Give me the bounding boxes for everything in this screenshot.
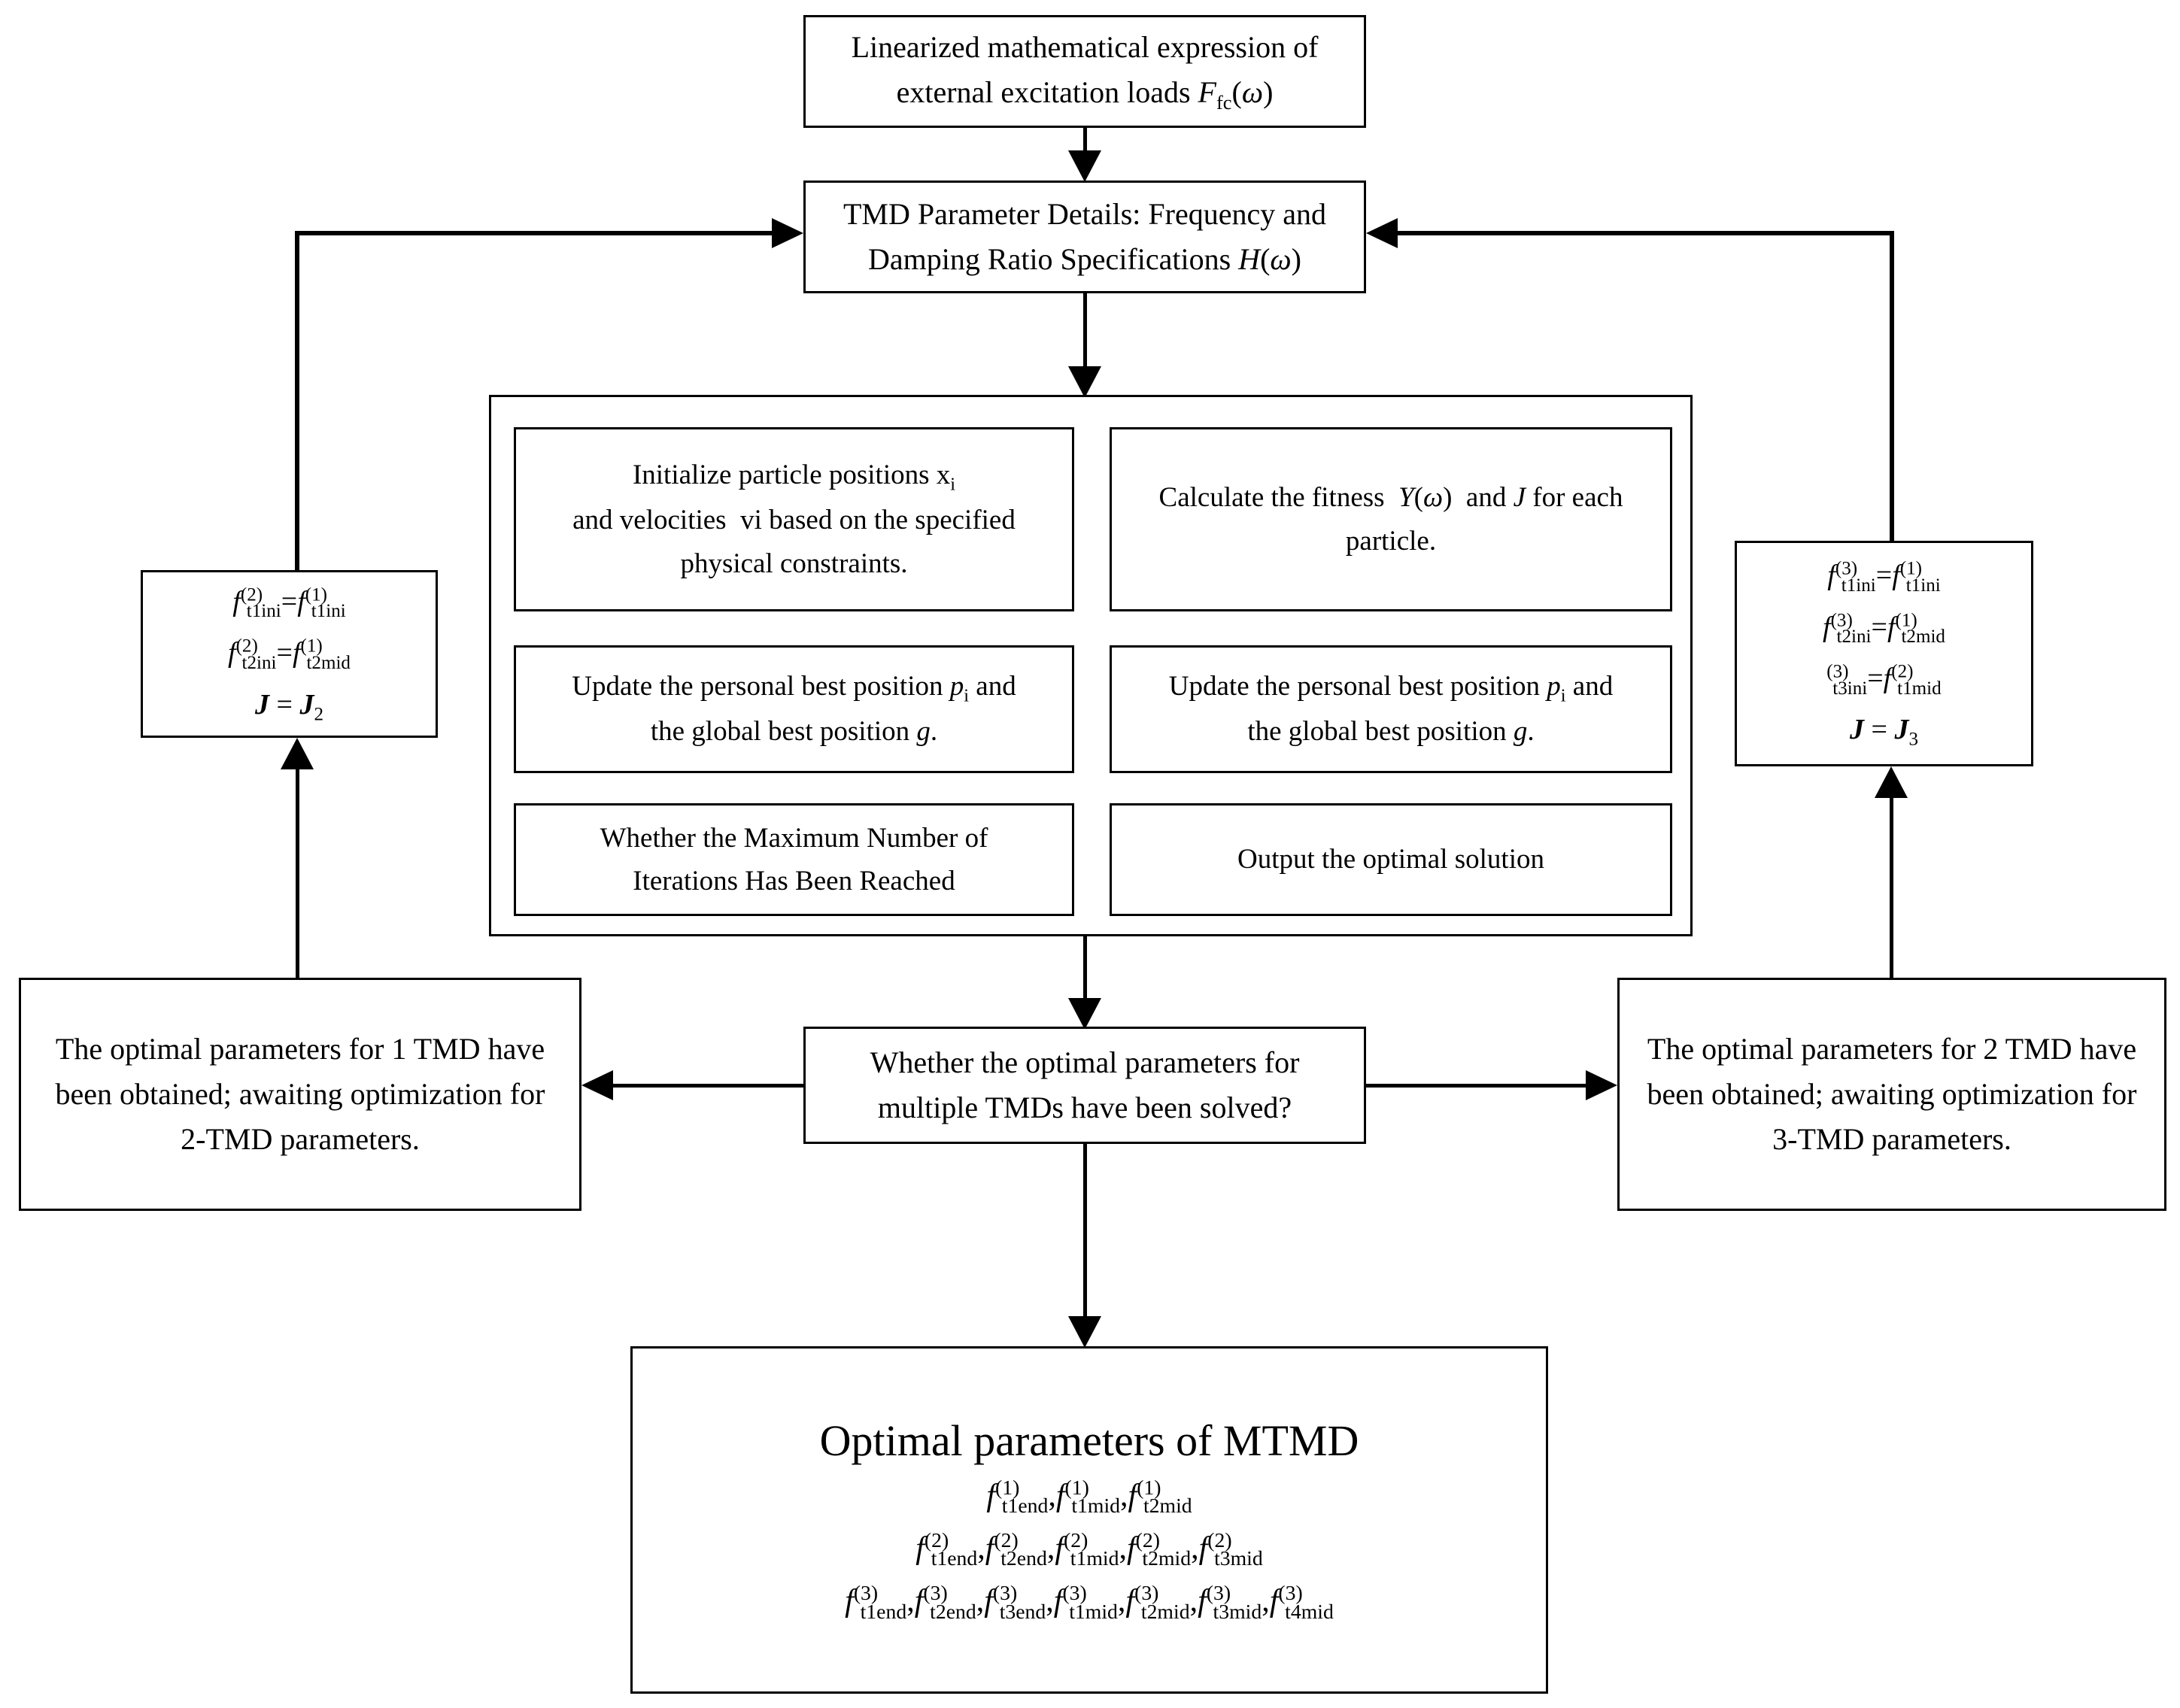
box-text-line: The optimal parameters for 2 TMD have — [1647, 1032, 2137, 1066]
flow-box-initialize-particles: Initialize particle positions xi and vel… — [514, 427, 1074, 611]
box-text-line: particle. — [1345, 525, 1437, 557]
arrowhead-down-icon — [1068, 366, 1101, 398]
pso-loop-container: Initialize particle positions xi and vel… — [489, 395, 1693, 936]
box-text-line: Linearized mathematical expression of — [851, 30, 1319, 65]
flow-box-result-2tmd: The optimal parameters for 2 TMD have be… — [1617, 978, 2166, 1211]
box-text-line: the global best position g. — [650, 716, 938, 748]
arrowhead-left-icon — [581, 1070, 613, 1100]
box-text-line: Whether the optimal parameters for — [870, 1045, 1300, 1079]
flow-box-formula-2tmd: f(2)t1ini=f(1)t1ini f(2)t2ini=f(1)t2mid … — [141, 570, 438, 738]
flow-box-output-solution: Output the optimal solution — [1110, 803, 1672, 916]
arrow-top-to-tmd-line — [1083, 128, 1087, 154]
box-text-line: and velocities vi based on the specified — [572, 505, 1016, 536]
arrowhead-down-icon — [1068, 150, 1101, 182]
box-text-line: 3-TMD parameters. — [1772, 1122, 2011, 1156]
arrowhead-up-icon — [1875, 766, 1908, 798]
box-text-line: Iterations Has Been Reached — [633, 866, 955, 896]
feedback-left-horizontal-line — [297, 231, 773, 235]
arrowhead-down-icon — [1068, 1316, 1101, 1348]
arrowhead-right-icon — [1586, 1070, 1617, 1100]
box-text-line: Damping Ratio Specifications H(ω) — [868, 242, 1301, 276]
box-text-line: Whether the Maximum Number of — [600, 822, 988, 854]
mtmd-title: Optimal parameters of MTMD — [819, 1415, 1359, 1465]
arrow-decision-to-mtmd-line — [1083, 1144, 1087, 1318]
formula-line: f(3)t1end,f(3)t2end,f(3)t3end,f(3)t1mid,… — [845, 1581, 1334, 1623]
arrowhead-down-icon — [1068, 998, 1101, 1030]
box-text-line: Initialize particle positions xi — [632, 460, 956, 495]
flow-box-result-1tmd: The optimal parameters for 1 TMD have be… — [19, 978, 581, 1211]
box-text-line: been obtained; awaiting optimization for — [55, 1077, 545, 1111]
formula-line: f(2)t1end,f(2)t2end,f(2)t1mid,f(2)t2mid,… — [915, 1528, 1263, 1570]
flow-box-formula-3tmd: f(3)t1ini=f(1)t1ini f(3)t2ini=f(1)t2mid … — [1735, 541, 2033, 766]
flow-box-external-loads: Linearized mathematical expression of ex… — [803, 15, 1366, 128]
arrowhead-right-icon — [772, 218, 803, 248]
box-text-line: multiple TMDs have been solved? — [877, 1091, 1292, 1124]
arrow-pso-to-decision-line — [1083, 936, 1087, 1000]
box-text-line: Output the optimal solution — [1237, 844, 1544, 875]
arrow-decision-to-left-line — [613, 1084, 803, 1088]
flow-box-update-best-right: Update the personal best position pi and… — [1110, 645, 1672, 773]
arrow-decision-to-right-line — [1366, 1084, 1586, 1088]
arrow-resultright-to-formula-line — [1890, 796, 1893, 978]
flow-box-optimal-mtmd: Optimal parameters of MTMD f(1)t1end,f(1… — [630, 1346, 1548, 1694]
arrowhead-left-icon — [1366, 218, 1398, 248]
box-text-line: Update the personal best position pi and — [572, 671, 1016, 706]
flow-box-max-iterations: Whether the Maximum Number of Iterations… — [514, 803, 1074, 916]
flow-box-decision-multiple-tmds: Whether the optimal parameters for multi… — [803, 1027, 1366, 1144]
box-text-line: The optimal parameters for 1 TMD have — [55, 1032, 545, 1066]
flow-box-calculate-fitness: Calculate the fitness Y(ω) and J for eac… — [1110, 427, 1672, 611]
formula-line: (3)t3ini=f(2)t1mid — [1826, 661, 1942, 699]
feedback-right-vertical-line — [1890, 231, 1894, 541]
feedback-left-vertical-line — [295, 231, 299, 570]
box-text-line: Update the personal best position pi and — [1168, 671, 1614, 706]
formula-line: f(2)t1ini=f(1)t1ini — [232, 584, 346, 622]
box-text-line: external excitation loads Ffc(ω) — [896, 75, 1274, 114]
formula-line: f(3)t2ini=f(1)t2mid — [1823, 609, 1945, 648]
formula-line: f(2)t2ini=f(1)t2mid — [228, 636, 351, 673]
feedback-right-horizontal-line — [1398, 231, 1893, 235]
box-text-line: Calculate the fitness Y(ω) and J for eac… — [1158, 482, 1623, 514]
formula-line: f(3)t1ini=f(1)t1ini — [1827, 558, 1941, 596]
arrow-tmd-to-pso-line — [1083, 293, 1087, 369]
arrow-resultleft-to-formula-line — [296, 768, 299, 978]
formula-line: J = J2 — [255, 688, 323, 725]
formula-line: f(1)t1end,f(1)t1mid,f(1)t2mid — [986, 1475, 1192, 1518]
box-text-line: the global best position g. — [1247, 716, 1535, 748]
box-text-line: 2-TMD parameters. — [181, 1122, 420, 1156]
flow-box-tmd-parameters: TMD Parameter Details: Frequency and Dam… — [803, 181, 1366, 293]
flow-box-update-best-left: Update the personal best position pi and… — [514, 645, 1074, 773]
formula-line: J = J3 — [1850, 714, 1918, 751]
box-text-line: TMD Parameter Details: Frequency and — [843, 197, 1326, 231]
box-text-line: physical constraints. — [680, 548, 908, 579]
arrowhead-up-icon — [281, 738, 314, 769]
box-text-line: been obtained; awaiting optimization for — [1647, 1077, 2137, 1111]
